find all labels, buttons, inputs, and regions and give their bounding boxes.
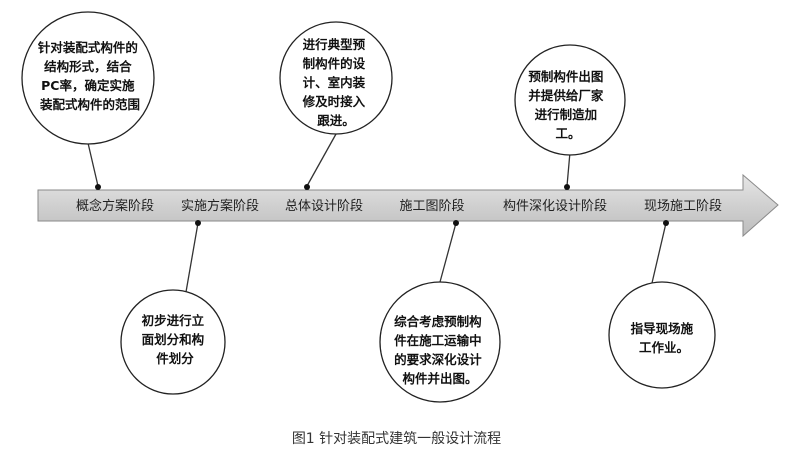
connector-dot-2: [195, 220, 201, 226]
note-line: 进行典型预: [303, 37, 366, 52]
stage-label-3: 总体设计阶段: [285, 199, 363, 214]
note-line: 初步进行立: [142, 313, 205, 328]
note-line: 装配式构件的范围: [39, 97, 140, 112]
note-line: 并提供给厂家: [528, 88, 604, 103]
note-text-below-2: 综合考虑预制构 件在施工运输中 的要求深化设计 构件并出图。: [394, 314, 486, 386]
note-line: 面划分和构: [142, 332, 205, 347]
connector-dot-4: [453, 220, 459, 226]
note-text-below-1: 初步进行立 面划分和构 件划分: [142, 313, 209, 366]
note-line: 跟进。: [317, 113, 355, 128]
connector-dots: [95, 184, 669, 226]
connector-4: [439, 222, 457, 283]
stage-label-5: 构件深化设计阶段: [503, 199, 607, 214]
note-line: 针对装配式构件的: [38, 40, 138, 55]
stage-label-1: 概念方案阶段: [76, 198, 154, 214]
stage-label-6: 现场施工阶段: [644, 199, 722, 214]
connector-5: [566, 151, 571, 187]
note-line: 预制构件出图: [528, 69, 603, 84]
note-text-above-2: 进行典型预 制构件的设 计、室内装 修及时接入 跟进。: [302, 37, 370, 128]
note-line: 结构形式，结合: [44, 59, 132, 74]
note-bubbles: [21, 11, 716, 403]
note-line: 的要求深化设计: [394, 352, 482, 367]
connector-dot-6: [663, 220, 669, 226]
note-text-below-3: 指导现场施 工作业。: [631, 321, 698, 355]
note-line: 工。: [555, 126, 580, 141]
note-line: PC率，确定实施: [41, 78, 135, 93]
stage-label-4: 施工图阶段: [399, 199, 464, 214]
note-text-above-1: 针对装配式构件的 结构形式，结合 PC率，确定实施 装配式构件的范围: [38, 40, 142, 112]
note-line: 件在施工运输中: [394, 333, 482, 348]
connectors: [87, 133, 667, 293]
note-line: 工作业。: [639, 340, 689, 355]
connector-dot-5: [564, 184, 570, 190]
connector-2: [185, 222, 199, 293]
connector-1: [87, 142, 99, 187]
note-line: 综合考虑预制构: [394, 314, 482, 329]
connector-3: [306, 133, 337, 187]
connector-dot-1: [95, 184, 101, 190]
note-bubble-above-1: [21, 11, 155, 145]
note-bubble-below-2: [379, 281, 501, 403]
stage-label-2: 实施方案阶段: [181, 198, 259, 214]
timeline-arrow: [37, 173, 779, 238]
note-line: 构件并出图。: [402, 371, 477, 386]
note-text-above-3: 预制构件出图 并提供给厂家 进行制造加 工。: [528, 69, 607, 141]
stage-labels: 概念方案阶段 实施方案阶段 总体设计阶段 施工图阶段 构件深化设计阶段 现场施工…: [76, 198, 722, 214]
note-line: 计、室内装: [303, 75, 366, 90]
connector-6: [651, 222, 667, 284]
note-bubble-below-1: [120, 289, 226, 395]
note-bubble-below-3: [608, 281, 716, 389]
note-line: 进行制造加: [535, 107, 598, 122]
note-bubble-above-2: [279, 21, 393, 135]
figure-caption: 图1 针对装配式建筑一般设计流程: [291, 431, 502, 447]
connector-dot-3: [304, 184, 310, 190]
note-line: 指导现场施: [631, 321, 694, 336]
note-bubble-above-3: [514, 44, 626, 156]
note-line: 件划分: [156, 351, 194, 366]
note-line: 制构件的设: [303, 56, 366, 71]
note-line: 修及时接入: [302, 94, 366, 109]
